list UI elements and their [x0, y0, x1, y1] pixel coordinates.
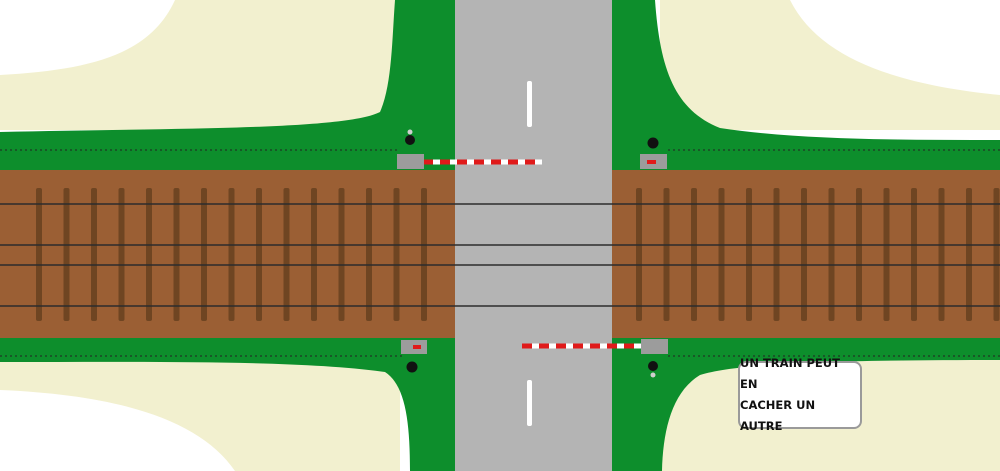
sleeper — [36, 188, 42, 321]
barrier-top-left — [397, 129, 542, 169]
sleepers — [36, 188, 1000, 321]
grass-top-left — [0, 0, 455, 170]
sleeper — [966, 188, 972, 321]
sleeper — [338, 188, 345, 321]
sleeper — [283, 188, 290, 321]
sand-bottom-left — [0, 360, 400, 471]
sleeper — [883, 188, 890, 321]
warning-sign: UN TRAIN PEUT EN CACHER UN AUTRE — [738, 356, 862, 433]
sleeper — [746, 188, 752, 321]
sleeper — [718, 188, 725, 321]
sand-top-right — [660, 0, 1000, 130]
road-lane-dash — [527, 81, 532, 127]
sleeper — [366, 188, 372, 321]
sleeper — [938, 188, 945, 321]
track-bed-left — [0, 170, 455, 338]
sleeper — [993, 188, 1000, 321]
signal-top-icon — [407, 129, 413, 135]
sleeper — [91, 188, 97, 321]
sleeper — [311, 188, 317, 321]
barrier-box — [397, 154, 424, 169]
road — [455, 0, 612, 471]
sleeper — [911, 188, 917, 321]
warning-sign-line-2: CACHER UN AUTRE — [740, 398, 816, 433]
barrier-top-right — [640, 137, 667, 169]
sleeper — [118, 188, 125, 321]
sleeper — [146, 188, 152, 321]
sleeper — [773, 188, 780, 321]
signal-light-icon — [406, 361, 418, 373]
sleeper — [856, 188, 862, 321]
sleeper — [393, 188, 400, 321]
sleeper — [636, 188, 642, 321]
sleeper — [228, 188, 235, 321]
signal-top-icon — [650, 372, 656, 378]
road-lane-dash — [527, 380, 532, 426]
sleeper — [173, 188, 180, 321]
sleeper — [663, 188, 670, 321]
barrier-arm-stub — [647, 160, 656, 164]
sleeper — [201, 188, 207, 321]
sleeper — [691, 188, 697, 321]
sleeper — [421, 188, 427, 321]
sleeper — [63, 188, 70, 321]
barrier-bottom-left — [401, 340, 427, 373]
boundary-lines — [0, 149, 1000, 357]
grass-bottom-right — [612, 338, 1000, 471]
barrier-box — [641, 339, 668, 354]
signal-light-icon — [647, 137, 659, 149]
barrier-bottom-right — [522, 339, 668, 378]
rails — [0, 203, 1000, 307]
barrier-arm-stub — [413, 345, 421, 349]
sand-top-left — [0, 0, 395, 130]
warning-sign-line-1: UN TRAIN PEUT EN — [740, 356, 840, 391]
sleeper — [256, 188, 262, 321]
sleeper — [801, 188, 807, 321]
grass-top-right — [612, 0, 1000, 170]
sleeper — [828, 188, 835, 321]
signal-light-icon — [648, 361, 658, 371]
signal-light-icon — [405, 135, 415, 145]
